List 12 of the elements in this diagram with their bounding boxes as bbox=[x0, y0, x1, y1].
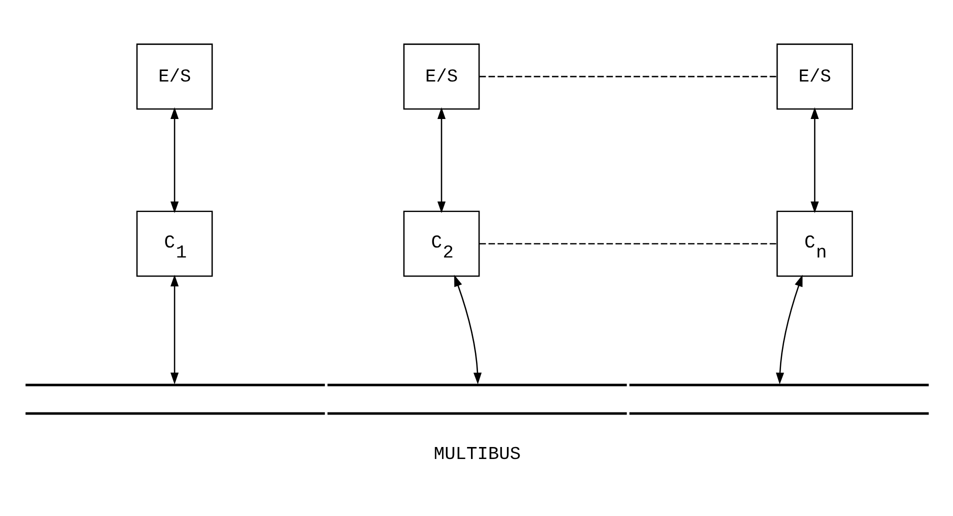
arrow bbox=[776, 274, 803, 384]
node-box: E/S bbox=[136, 44, 213, 110]
arrow bbox=[454, 274, 482, 384]
arrow bbox=[170, 274, 179, 384]
connector bbox=[479, 243, 778, 244]
node-box: E/S bbox=[403, 44, 480, 110]
arrow bbox=[437, 107, 446, 214]
arrow bbox=[170, 107, 179, 214]
connector bbox=[479, 76, 778, 78]
arrow bbox=[810, 107, 819, 214]
node-box: E/S bbox=[776, 44, 853, 110]
node-text: MULTIBUS bbox=[434, 445, 521, 466]
